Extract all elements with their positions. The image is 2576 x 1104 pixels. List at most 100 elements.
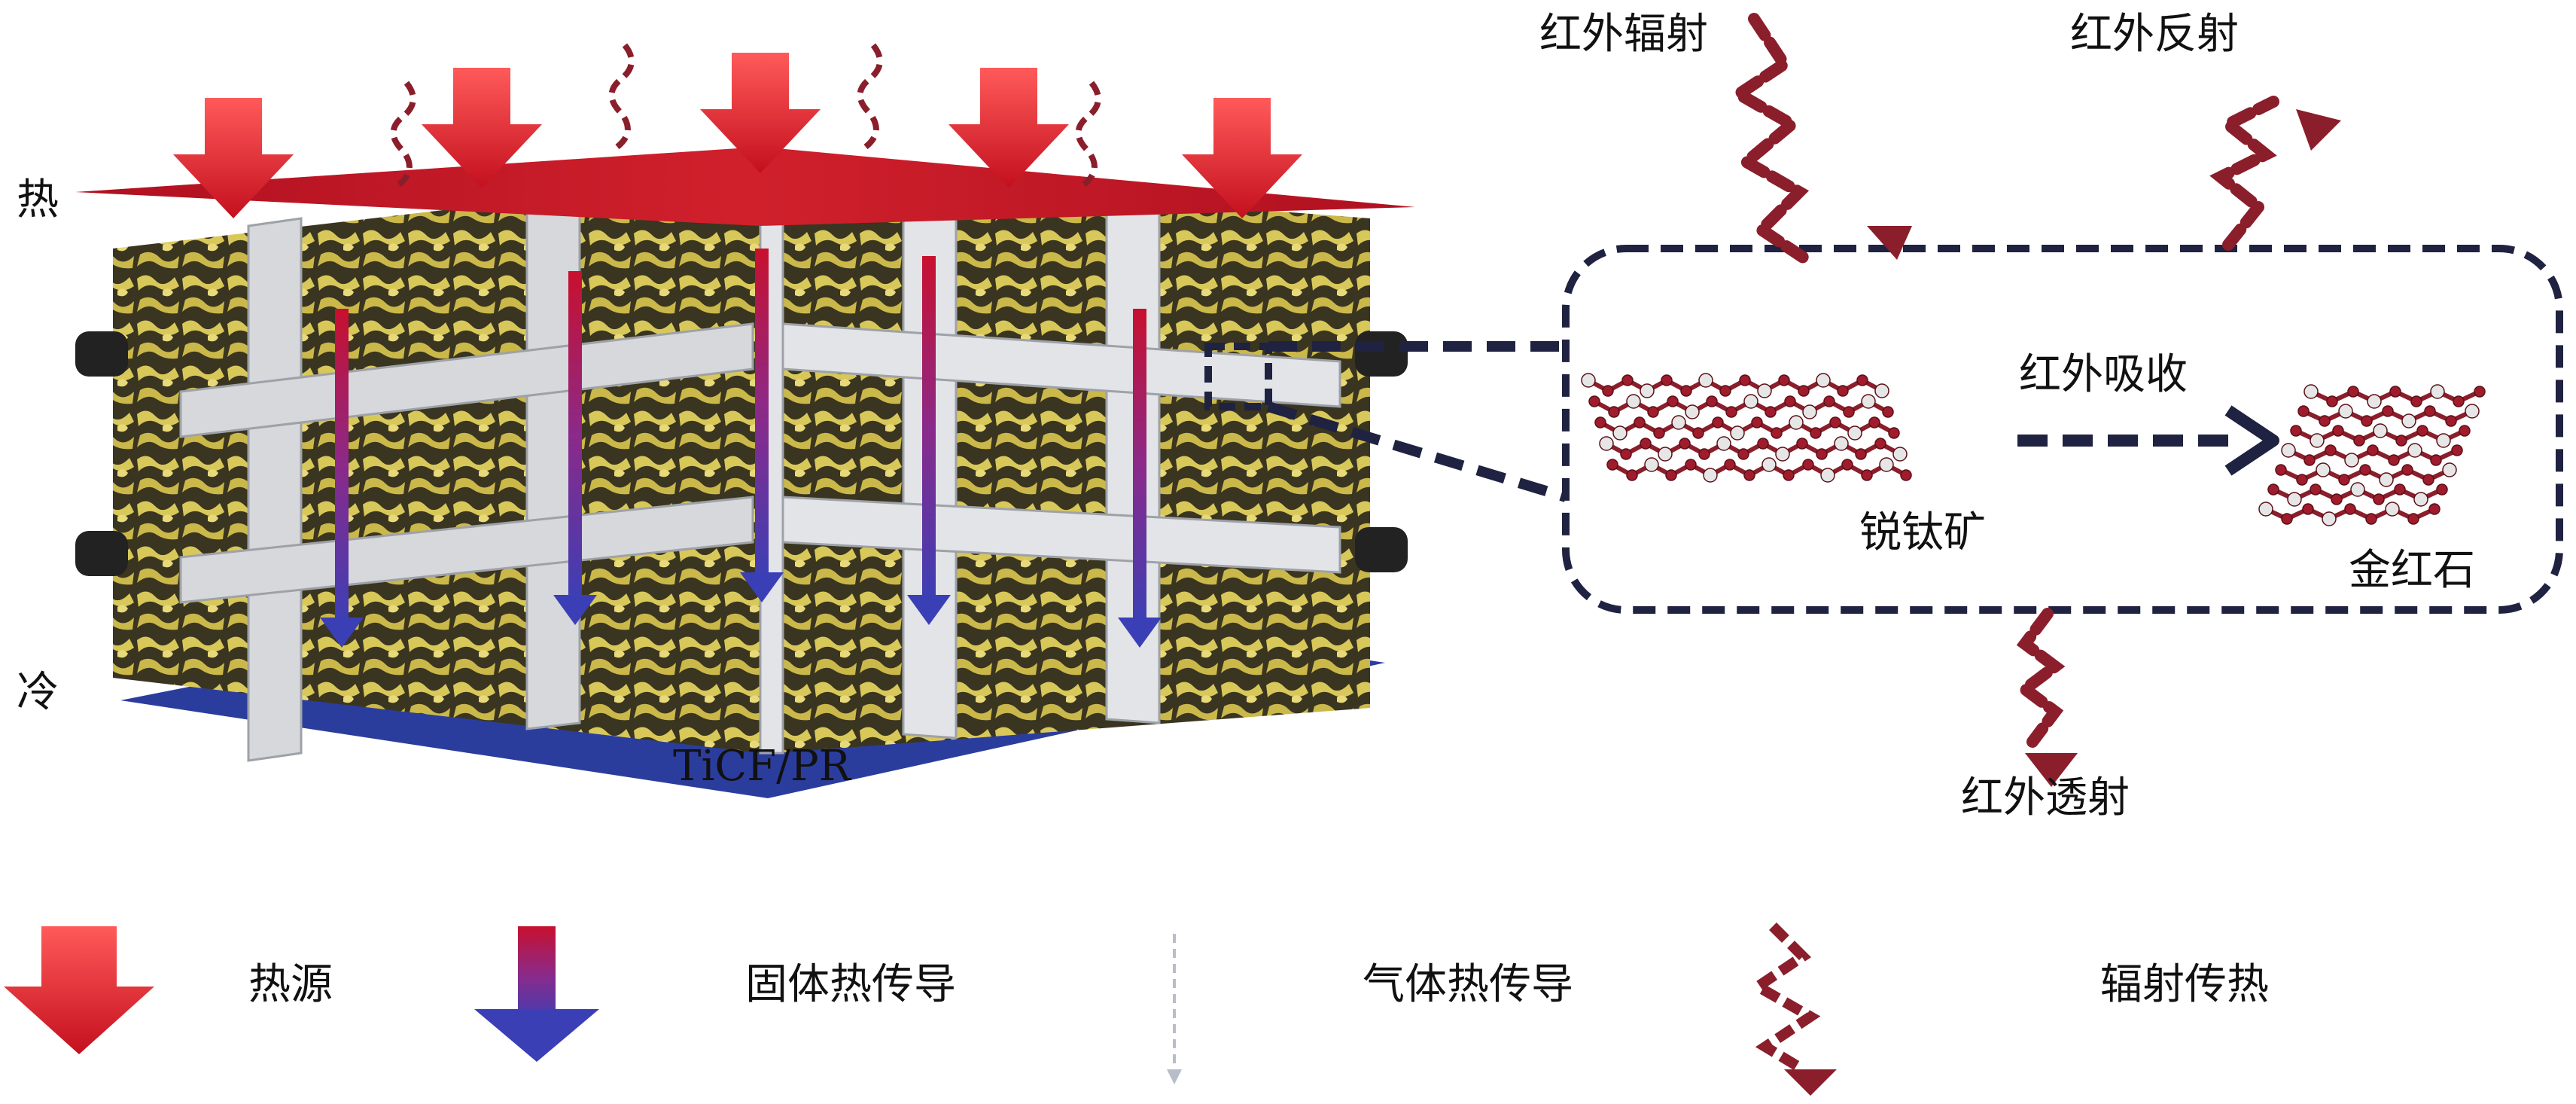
anatase-atom	[1612, 425, 1628, 441]
solid-conduction-arrows	[320, 249, 1162, 648]
anatase-atom	[1783, 469, 1795, 481]
rutile-atom	[2353, 435, 2365, 447]
ir-radiation-label: 红外辐射	[1539, 10, 1708, 59]
ir-reflection-head	[2296, 109, 2341, 151]
anatase-atom	[1661, 374, 1673, 386]
anatase-atom	[1671, 415, 1686, 430]
anatase-atom	[1874, 383, 1889, 398]
rutile-atom	[2290, 425, 2302, 437]
anatase-atom	[1703, 468, 1718, 483]
rutile-atom	[2407, 443, 2422, 458]
legend-solid-conduction-label: 固体热传导	[745, 960, 956, 1009]
anatase-atom	[1730, 425, 1745, 441]
anatase-atom	[1739, 374, 1751, 386]
legend-radiation-label: 辐射传热	[2100, 960, 2269, 1009]
rutile-atom	[2350, 482, 2365, 497]
zoom-leader-bottom	[1266, 401, 1568, 502]
heat-source-arrow	[948, 68, 1069, 188]
ir-transmission-head	[2025, 753, 2078, 787]
gas-conduction-legend-icon	[1167, 934, 1182, 1084]
anatase-atom	[1761, 457, 1777, 472]
anatase-atom	[1698, 448, 1710, 460]
anatase-atom	[1868, 416, 1880, 428]
anatase-atom	[1775, 447, 1790, 462]
anatase-atom	[1588, 395, 1600, 407]
anatase-atom	[1834, 436, 1849, 451]
anatase-atom	[1757, 383, 1772, 398]
anatase-atom	[1798, 385, 1810, 397]
zoom-box	[1562, 245, 2563, 614]
anatase-atom	[1802, 404, 1817, 419]
anatase-atom	[1712, 416, 1724, 428]
rutile-atom	[2367, 394, 2382, 409]
anatase-atom	[1725, 406, 1737, 418]
anatase-atom	[1861, 469, 1873, 481]
rutile-atom	[2401, 413, 2416, 428]
rutile-atom	[2296, 474, 2308, 486]
anatase-atom	[1665, 469, 1677, 481]
rutile-atom	[2322, 511, 2337, 526]
anatase-atom	[1810, 427, 1822, 439]
rutile-atom	[2281, 443, 2296, 458]
anatase-atom	[1847, 425, 1862, 441]
anatase-atom	[1789, 415, 1804, 430]
anatase-atom	[1900, 469, 1912, 481]
anatase-atom	[1626, 469, 1638, 481]
rutile-atom	[2331, 493, 2343, 505]
anatase-atom	[1620, 448, 1632, 460]
anatase-atom	[1658, 447, 1673, 462]
anatase-atom	[1861, 394, 1876, 409]
heat-source-arrow	[700, 53, 821, 173]
anatase-atom	[1888, 427, 1900, 439]
anatase-atom	[1778, 374, 1790, 386]
solid-conduction-arrow	[740, 249, 784, 602]
rutile-atom	[2413, 492, 2428, 507]
anatase-atom	[1626, 394, 1641, 409]
heat-source-arrow	[1182, 98, 1302, 218]
ir-reflection-label: 红外反射	[2070, 10, 2239, 59]
rutile-atom	[2325, 444, 2337, 456]
rutile-atom	[2451, 444, 2463, 456]
rutile-atom	[2453, 395, 2465, 407]
anatase-atom	[1667, 395, 1679, 407]
rutile-atom	[2445, 415, 2457, 427]
ir-transmission-wave	[2014, 608, 2066, 748]
cold-side-label: 冷	[17, 668, 59, 717]
ir-transmission-label: 红外透射	[1961, 773, 2130, 822]
anatase-atom	[1716, 436, 1731, 451]
rutile-atom	[2395, 435, 2407, 447]
legend-gas-conduction-label: 气体热传导	[1363, 960, 1573, 1009]
solid-conduction-arrow	[1118, 309, 1162, 648]
rutile-atom	[2297, 405, 2310, 417]
anatase-atom	[1640, 438, 1652, 450]
anatase-atom	[1724, 459, 1736, 471]
anatase-atom	[1698, 373, 1713, 388]
material-label: TiCF/PR	[673, 742, 851, 791]
radiation-legend-icon	[1747, 923, 1837, 1096]
ir-absorption-arrow	[2017, 405, 2279, 476]
foam-left-face	[113, 173, 760, 753]
foam-right-face	[775, 173, 1370, 753]
anatase-atom	[1640, 383, 1655, 398]
composite-structure	[75, 43, 1415, 798]
anatase-atom	[1743, 469, 1755, 481]
anatase-lattice	[1581, 373, 1912, 483]
anatase-atom	[1737, 448, 1749, 460]
solid-conduction-arrow	[907, 256, 951, 625]
anatase-atom	[1829, 416, 1841, 428]
rutile-atom	[2281, 513, 2293, 525]
rutile-atom	[2436, 433, 2451, 448]
ir-wave-heads	[1867, 109, 2341, 787]
anatase-atom	[1816, 448, 1828, 460]
anatase-atom	[1692, 427, 1704, 439]
rutile-atom	[2267, 483, 2279, 496]
rutile-atom	[2367, 444, 2379, 456]
rutile-atom	[2401, 464, 2413, 476]
rutile-atom	[2407, 513, 2419, 525]
anatase-atom	[1856, 374, 1868, 386]
anatase-atom	[1855, 448, 1867, 460]
rutile-atom	[2416, 425, 2428, 437]
rutile-atom	[2332, 425, 2344, 437]
rutile-atom	[2258, 502, 2273, 517]
